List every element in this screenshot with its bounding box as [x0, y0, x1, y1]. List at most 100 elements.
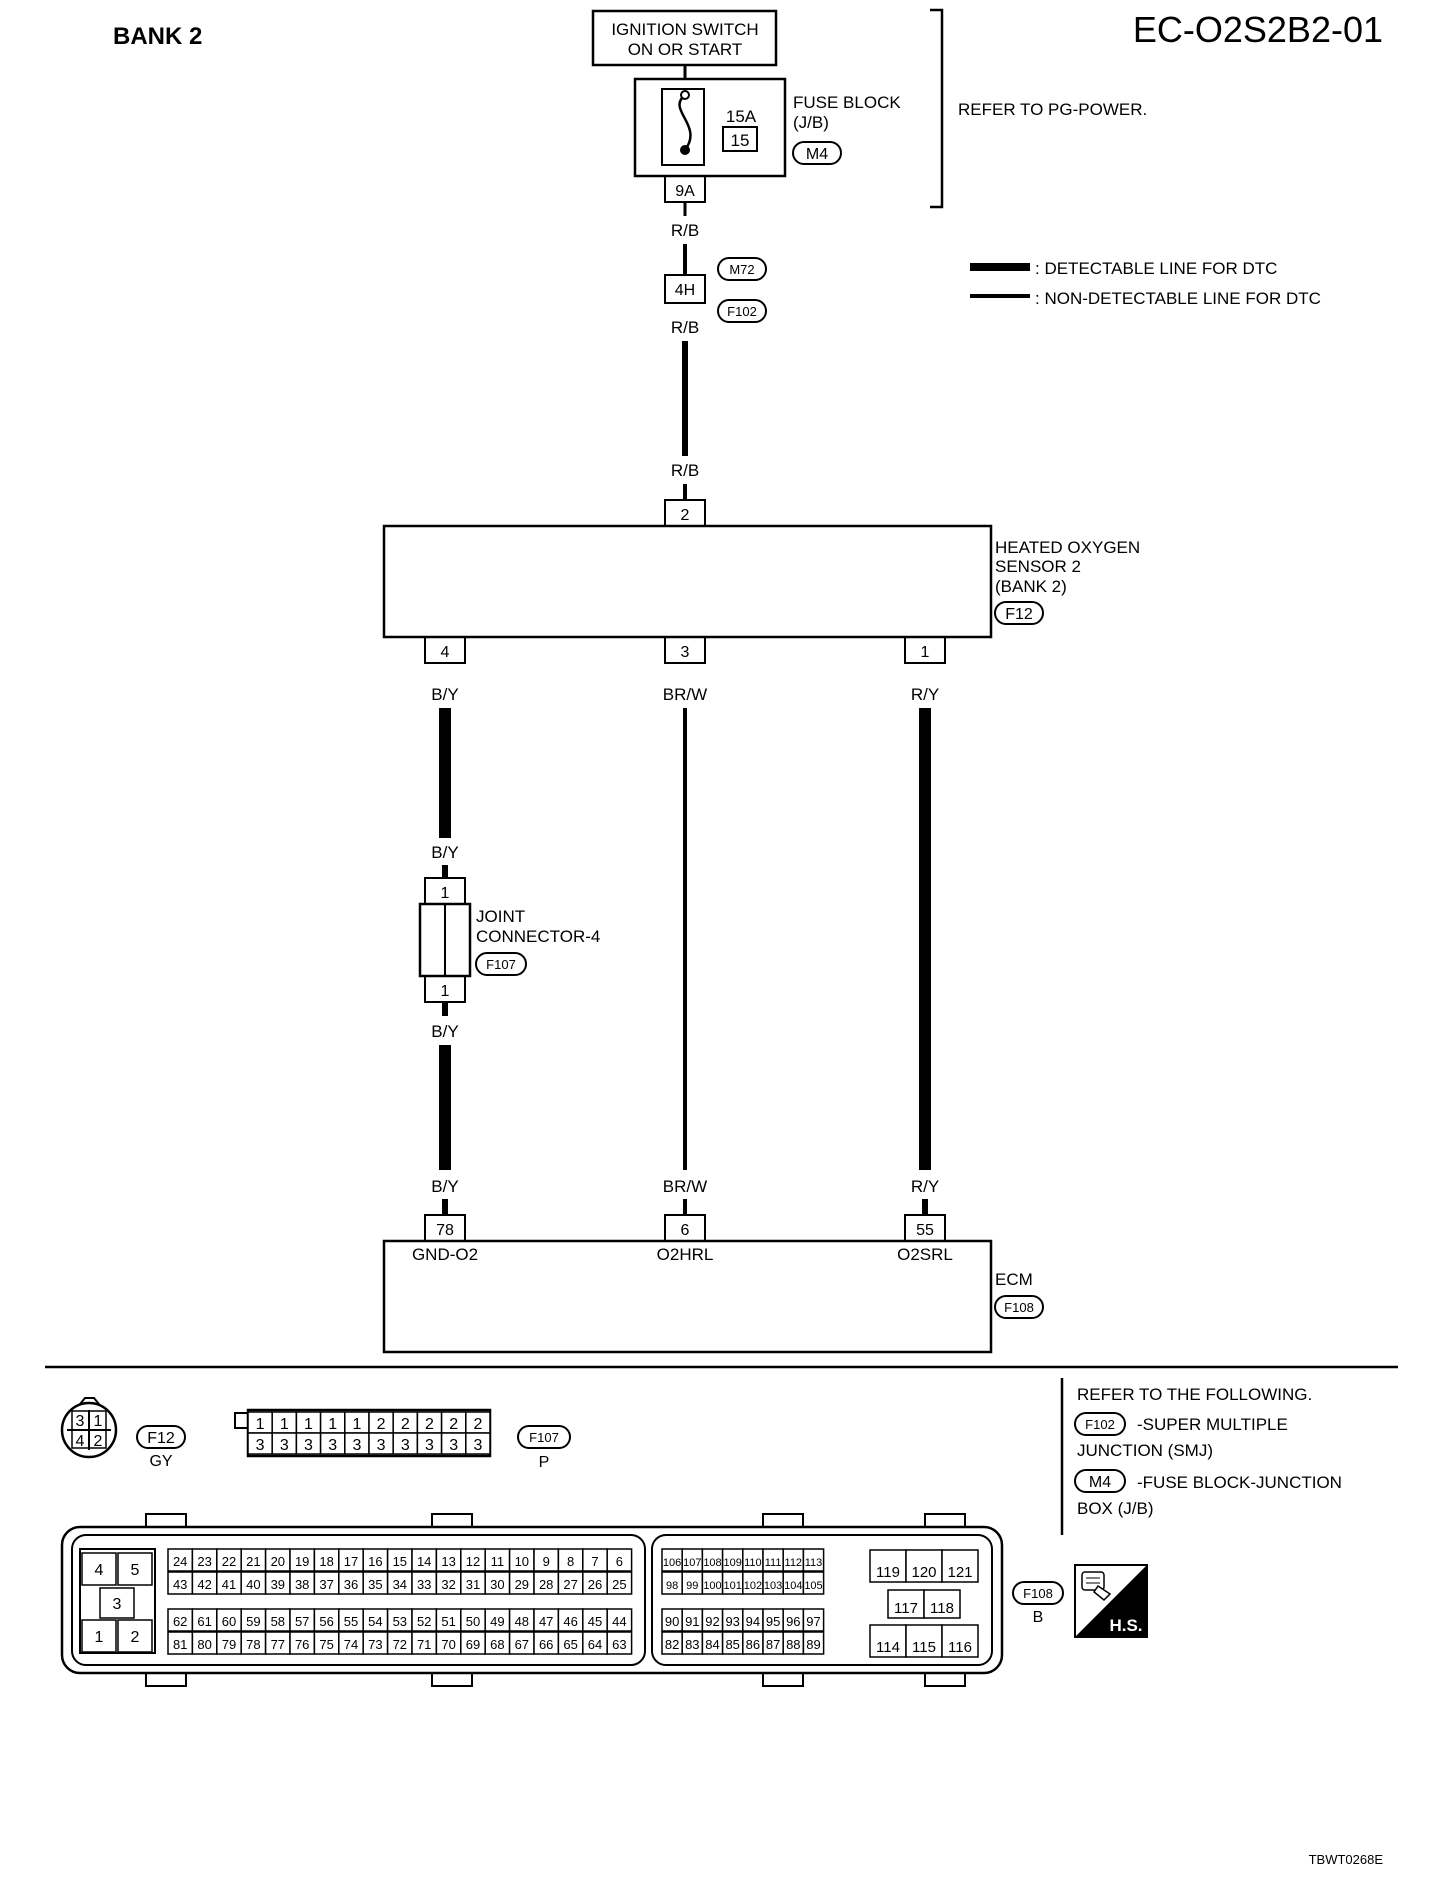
- legend-non-detectable-line: [970, 294, 1030, 298]
- f108-pin-cell: [99, 1587, 135, 1619]
- f108-pin-number: 58: [271, 1614, 285, 1629]
- f108-pin-cell: [81, 1619, 117, 1653]
- wire-rb-3: R/B: [671, 461, 699, 480]
- fuse-number: 15: [731, 131, 750, 150]
- hand-connector-icon: [1081, 1571, 1112, 1602]
- f108-pin-number: 84: [705, 1637, 719, 1652]
- fuse-block-jb: (J/B): [793, 113, 829, 132]
- f108-pin-number: 44: [612, 1614, 626, 1629]
- f108-pin-number: 10: [515, 1554, 529, 1569]
- f108-pin-number: 92: [705, 1614, 719, 1629]
- f108-pin-number: 4: [95, 1562, 104, 1579]
- f108-pin-number: 96: [786, 1614, 800, 1629]
- f108-pin-number: 118: [930, 1600, 954, 1617]
- f108-pin-number: 93: [725, 1614, 739, 1629]
- f108-pin-number: 87: [766, 1637, 780, 1652]
- f108-id: F108: [1023, 1586, 1053, 1601]
- f12-pin-4: 4: [76, 1433, 85, 1450]
- f108-pin-number: 75: [319, 1637, 333, 1652]
- f108-pin-number: 56: [319, 1614, 333, 1629]
- f108-pin-number: 109: [724, 1557, 742, 1569]
- ignition-line2: ON OR START: [628, 40, 743, 59]
- f108-pin-number: 77: [271, 1637, 285, 1652]
- f107-pin-number: 1: [352, 1416, 361, 1433]
- f107-pin-number: 1: [280, 1416, 289, 1433]
- f108-pin-number: 50: [466, 1614, 480, 1629]
- f108-pin-number: 89: [806, 1637, 820, 1652]
- f108-pin-number: 117: [894, 1600, 918, 1617]
- footer-code: TBWT0268E: [1309, 1852, 1384, 1867]
- f108-pin-number: 100: [703, 1580, 721, 1592]
- smj-connector-top: M72: [729, 262, 754, 277]
- f108-pin-number: 111: [765, 1557, 782, 1569]
- f108-pin-cell: [905, 1549, 943, 1583]
- f108-pin-number: 32: [441, 1577, 455, 1592]
- f108-pin-number: 61: [197, 1614, 211, 1629]
- f108-pin-number: 3: [113, 1596, 122, 1613]
- f108-pin-number: 42: [197, 1577, 211, 1592]
- f108-pin-number: 78: [246, 1637, 260, 1652]
- f108-pin-cell: [923, 1589, 961, 1619]
- refer-bracket: [930, 8, 944, 209]
- f108-pin-number: 98: [666, 1580, 678, 1592]
- bank-title: BANK 2: [113, 23, 202, 50]
- f108-pin-number: 26: [588, 1577, 602, 1592]
- ecm-signal-o2srl: O2SRL: [897, 1245, 953, 1264]
- ecm-pin-6: 6: [681, 1222, 690, 1239]
- f108-pin-cell: [802, 1608, 825, 1632]
- f108-pin-number: 94: [746, 1614, 760, 1629]
- f108-pin-number: 52: [417, 1614, 431, 1629]
- f108-pin-number: 80: [197, 1637, 211, 1652]
- f107-pin-number: 2: [377, 1416, 386, 1433]
- sensor-label-2: SENSOR 2: [995, 557, 1081, 576]
- wire-rb-1: R/B: [671, 221, 699, 240]
- f108-pin-number: 30: [490, 1577, 504, 1592]
- sensor-label-1: HEATED OXYGEN: [995, 538, 1140, 557]
- f108-pin-cell: [117, 1552, 153, 1586]
- f107-pin-number: 3: [449, 1437, 458, 1454]
- f108-pin-number: 70: [441, 1637, 455, 1652]
- f108-pin-number: 48: [515, 1614, 529, 1629]
- f107-pin-number: 3: [377, 1437, 386, 1454]
- f108-pin-number: 28: [539, 1577, 553, 1592]
- f108-pin-number: 18: [319, 1554, 333, 1569]
- joint-pin-bottom: 1: [441, 983, 450, 1000]
- f108-pin-number: 79: [222, 1637, 236, 1652]
- f108-pin-number: 49: [490, 1614, 504, 1629]
- f108-pin-number: 35: [368, 1577, 382, 1592]
- f107-pin-number: 2: [473, 1416, 482, 1433]
- f108-pin-number: 20: [271, 1554, 285, 1569]
- f107-pin-number: 3: [425, 1437, 434, 1454]
- f12-id: F12: [147, 1430, 175, 1447]
- f108-pin-number: 38: [295, 1577, 309, 1592]
- f108-pin-cell: [802, 1548, 825, 1572]
- sensor-pin-1: 1: [921, 644, 930, 661]
- f108-pin-number: 40: [246, 1577, 260, 1592]
- f108-pin-number: 17: [344, 1554, 358, 1569]
- f108-pin-number: 22: [222, 1554, 236, 1569]
- smj-connector-bottom: F102: [727, 304, 757, 319]
- ecm-signal-o2hrl: O2HRL: [657, 1245, 714, 1264]
- f108-pin-number: 68: [490, 1637, 504, 1652]
- f108-pin-number: 102: [744, 1580, 762, 1592]
- f108-pin-number: 91: [685, 1614, 699, 1629]
- f107-pin-number: 3: [352, 1437, 361, 1454]
- f108-pin-cell: [606, 1548, 633, 1572]
- f108-pin-cell: [941, 1624, 979, 1658]
- f108-pin-number: 2: [131, 1629, 140, 1646]
- f108-pin-number: 43: [173, 1577, 187, 1592]
- fuse-terminal: 9A: [675, 183, 695, 200]
- ecm-label: ECM: [995, 1270, 1033, 1289]
- refer-pg-power: REFER TO PG-POWER.: [958, 100, 1147, 119]
- f108-pin-number: 66: [539, 1637, 553, 1652]
- f108-pin-cell: [606, 1608, 633, 1632]
- f108-pin-number: 114: [876, 1639, 900, 1656]
- wire-by-2: B/Y: [431, 843, 458, 862]
- f108-pin-number: 103: [764, 1580, 782, 1592]
- f108-pin-number: 14: [417, 1554, 431, 1569]
- f108-pin-number: 12: [466, 1554, 480, 1569]
- f108-pin-number: 74: [344, 1637, 358, 1652]
